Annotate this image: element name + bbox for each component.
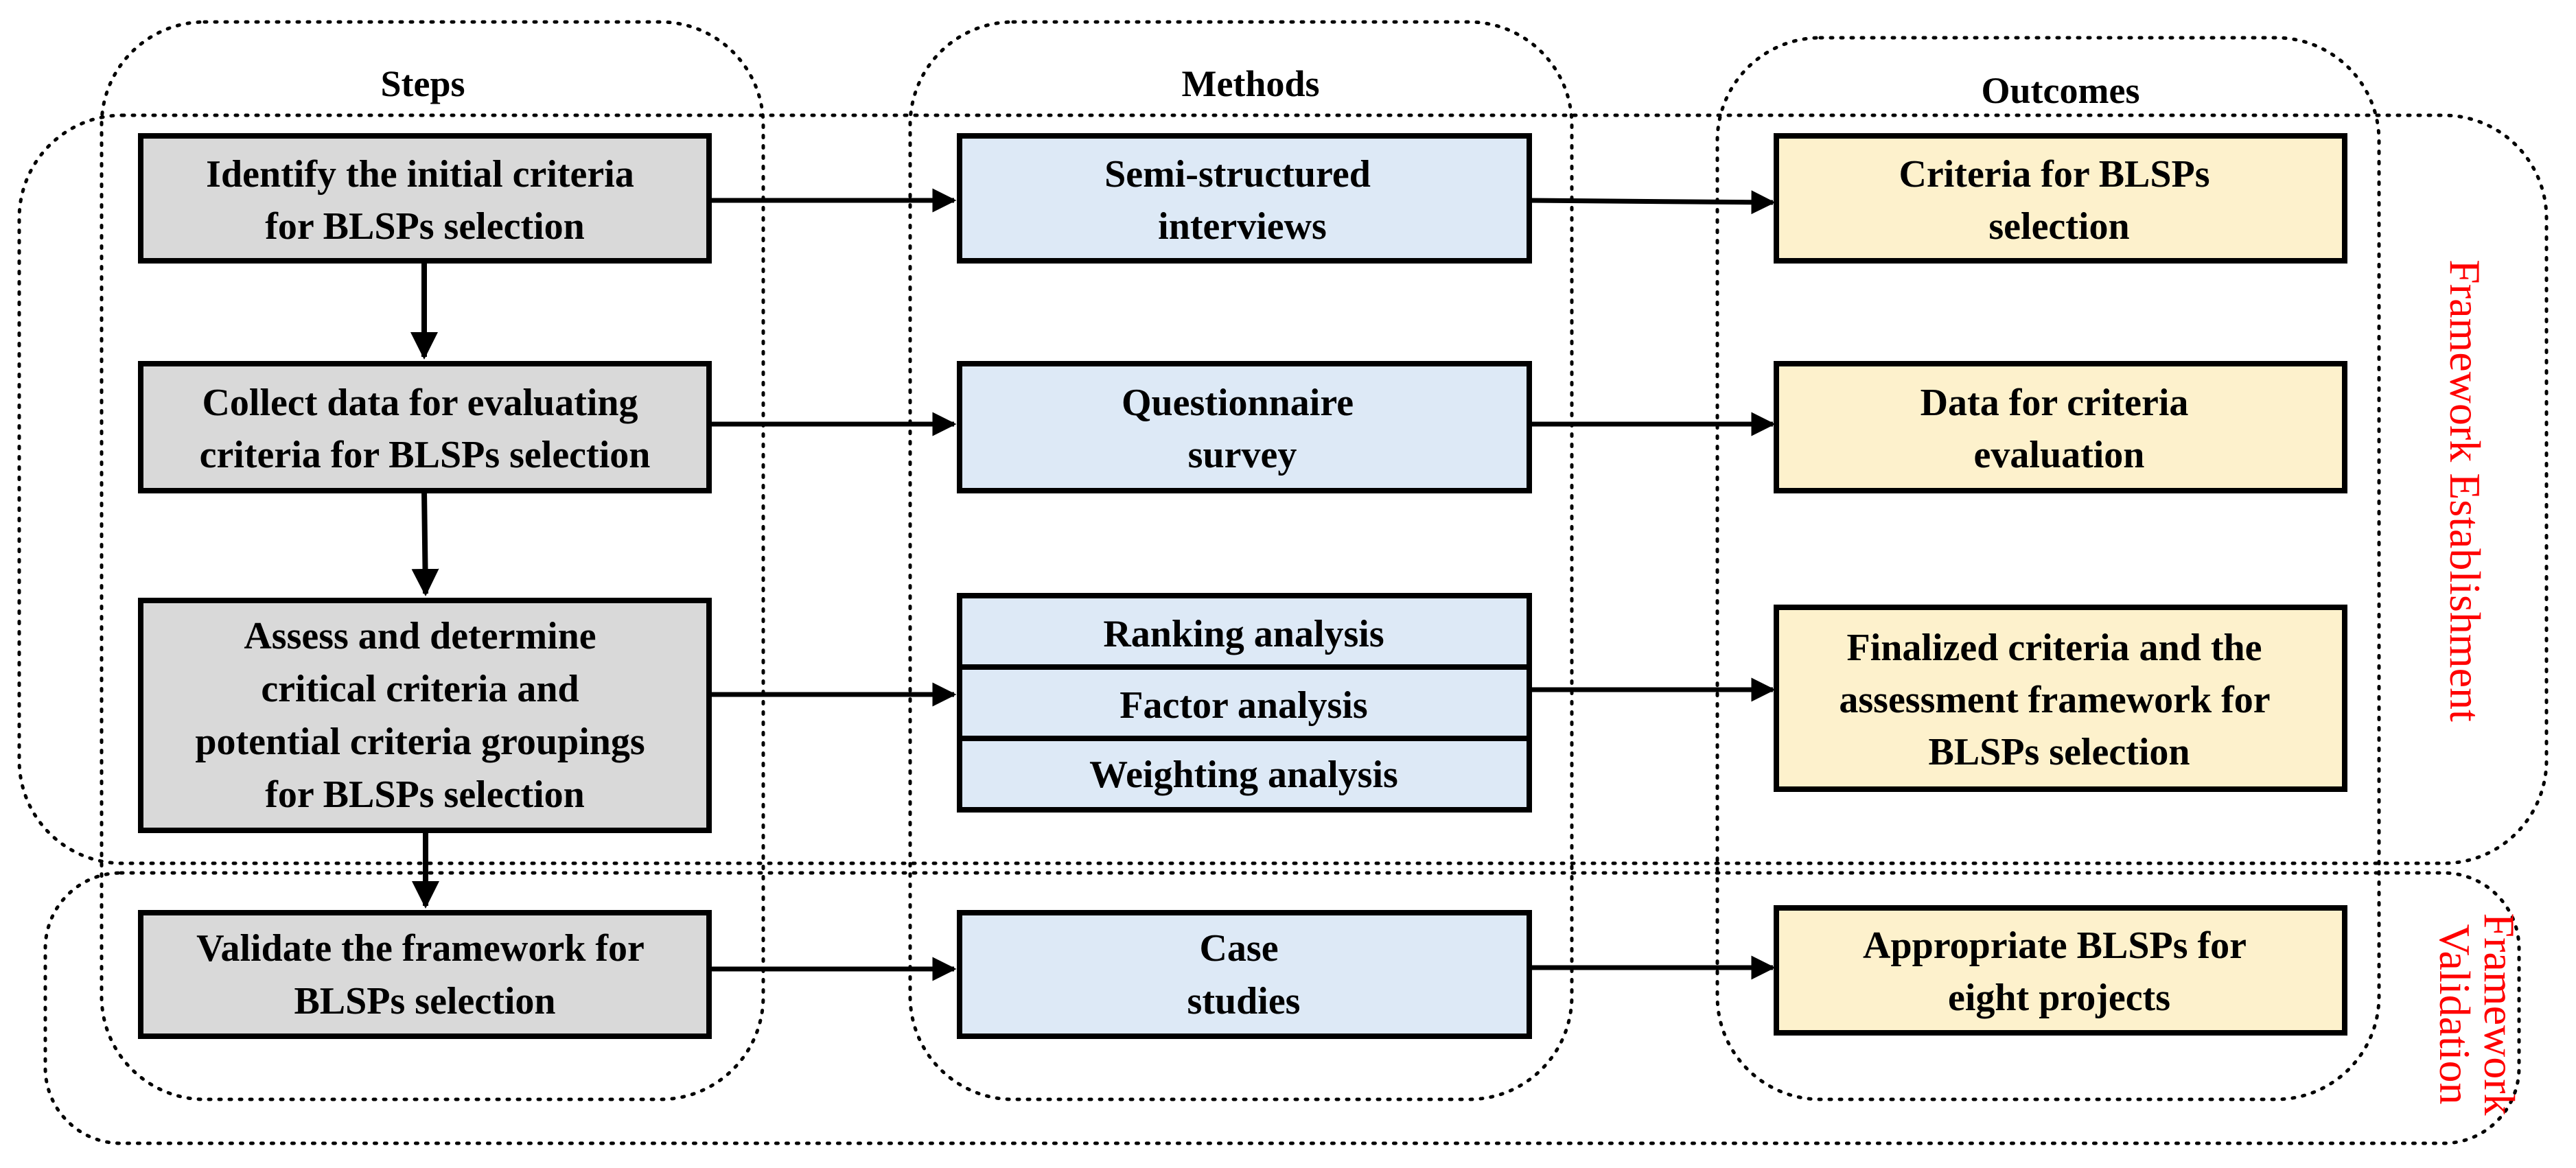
outcome-box-4: Appropriate BLSPs for eight projects bbox=[1774, 905, 2347, 1036]
method-box-case-studies: Case studies bbox=[957, 910, 1532, 1039]
step2-line1: Collect data for evaluating bbox=[202, 382, 638, 424]
step4-line1: Validate the framework for bbox=[196, 927, 644, 970]
outcome2-line1: Data for criteria bbox=[1921, 382, 2189, 424]
method2-line2: survey bbox=[1188, 434, 1297, 476]
method1-line1: Semi-structured bbox=[1104, 153, 1371, 196]
steps-header: Steps bbox=[380, 63, 465, 104]
method-factor-label: Factor analysis bbox=[1119, 684, 1367, 727]
step-box-3: Assess and determine critical criteria a… bbox=[138, 598, 712, 833]
svg-text:Semi-structured intervie: Semi-structured interviews bbox=[1104, 153, 1380, 248]
outcome4-line1: Appropriate BLSPs for bbox=[1863, 924, 2246, 967]
methods-column-outline bbox=[908, 20, 1574, 1101]
step-box-1: Identify the initial criteria for BLSPs … bbox=[138, 133, 712, 264]
outcome3-line2: assessment framework for bbox=[1839, 679, 2269, 721]
outcome-box-3: Finalized criteria and the assessment fr… bbox=[1774, 605, 2347, 792]
step2-line2: criteria for BLSPs selection bbox=[200, 434, 651, 476]
step3-line4: for BLSPs selection bbox=[265, 773, 585, 816]
svg-text:Collect data for evaluating: Collect data for evaluating criteria for… bbox=[200, 382, 651, 476]
validation-phase-outline bbox=[43, 871, 2521, 1145]
method-box-survey: Questionnaire survey bbox=[957, 361, 1532, 493]
method-box-weighting: Weighting analysis bbox=[957, 736, 1532, 813]
svg-text:Questionnaire survey: Questionnaire survey bbox=[1122, 382, 1363, 476]
method-box-ranking: Ranking analysis bbox=[957, 593, 1532, 670]
method4-line2: studies bbox=[1187, 980, 1301, 1023]
steps-column-outline bbox=[100, 20, 765, 1101]
method2-line1: Questionnaire bbox=[1122, 382, 1354, 424]
step-box-4: Validate the framework for BLSPs selecti… bbox=[138, 910, 712, 1039]
outcome3-line1: Finalized criteria and the bbox=[1846, 627, 2262, 669]
method-box-interviews: Semi-structured interviews bbox=[957, 133, 1532, 264]
svg-text:Data for criteria evalua: Data for criteria evaluation bbox=[1921, 382, 2198, 476]
outcome-box-1: Criteria for BLSPs selection bbox=[1774, 133, 2347, 264]
step3-line2: critical criteria and bbox=[261, 668, 579, 710]
svg-text:Criteria for BLSPs selec: Criteria for BLSPs selection bbox=[1899, 153, 2219, 248]
methods-header: Methods bbox=[1182, 63, 1320, 104]
step3-line1: Assess and determine bbox=[244, 615, 596, 657]
step1-line2: for BLSPs selection bbox=[265, 205, 585, 248]
arrow-step2-to-step3 bbox=[411, 490, 439, 596]
svg-text:Case studies: Case studies bbox=[1187, 927, 1301, 1023]
method4-line1: Case bbox=[1199, 927, 1278, 970]
outcome4-line2: eight projects bbox=[1948, 977, 2170, 1019]
outcome-box-2: Data for criteria evaluation bbox=[1774, 361, 2347, 493]
svg-text:Finalized criteria and the: Finalized criteria and the assessment fr… bbox=[1839, 627, 2279, 773]
establishment-phase-outline bbox=[17, 113, 2549, 865]
validation-phase-label-line2: Validation bbox=[2430, 924, 2479, 1104]
outcome2-line2: evaluation bbox=[1974, 434, 2145, 476]
establishment-phase-label: Framework Establishment bbox=[2441, 259, 2490, 722]
step1-line1: Identify the initial criteria bbox=[206, 153, 634, 196]
svg-text:Assess and determine cri: Assess and determine critical criteria a… bbox=[195, 615, 654, 816]
svg-text:Appropriate BLSPs for ei: Appropriate BLSPs for eight projects bbox=[1863, 924, 2255, 1019]
svg-text:Identify the initial criteria: Identify the initial criteria for BLSPs … bbox=[206, 153, 644, 248]
step3-line3: potential criteria groupings bbox=[195, 721, 645, 763]
outcomes-header: Outcomes bbox=[1982, 70, 2140, 111]
step-box-2: Collect data for evaluating criteria for… bbox=[138, 361, 712, 493]
method-ranking-label: Ranking analysis bbox=[1103, 613, 1384, 655]
outcome3-line3: BLSPs selection bbox=[1928, 731, 2190, 773]
outcome1-line2: selection bbox=[1988, 205, 2129, 248]
arrow-method1-to-outcome1 bbox=[1529, 190, 1776, 215]
step4-line2: BLSPs selection bbox=[294, 980, 555, 1023]
svg-text:Validate the framework for: Validate the framework for BLSPs selecti… bbox=[196, 927, 653, 1023]
validation-phase-label-line1: Framework bbox=[2475, 913, 2524, 1115]
method-box-factor: Factor analysis bbox=[957, 664, 1532, 741]
method1-line2: interviews bbox=[1158, 205, 1327, 248]
outcome1-line1: Criteria for BLSPs bbox=[1899, 153, 2209, 196]
outcomes-column-outline bbox=[1715, 36, 2381, 1101]
method-weighting-label: Weighting analysis bbox=[1089, 754, 1398, 796]
